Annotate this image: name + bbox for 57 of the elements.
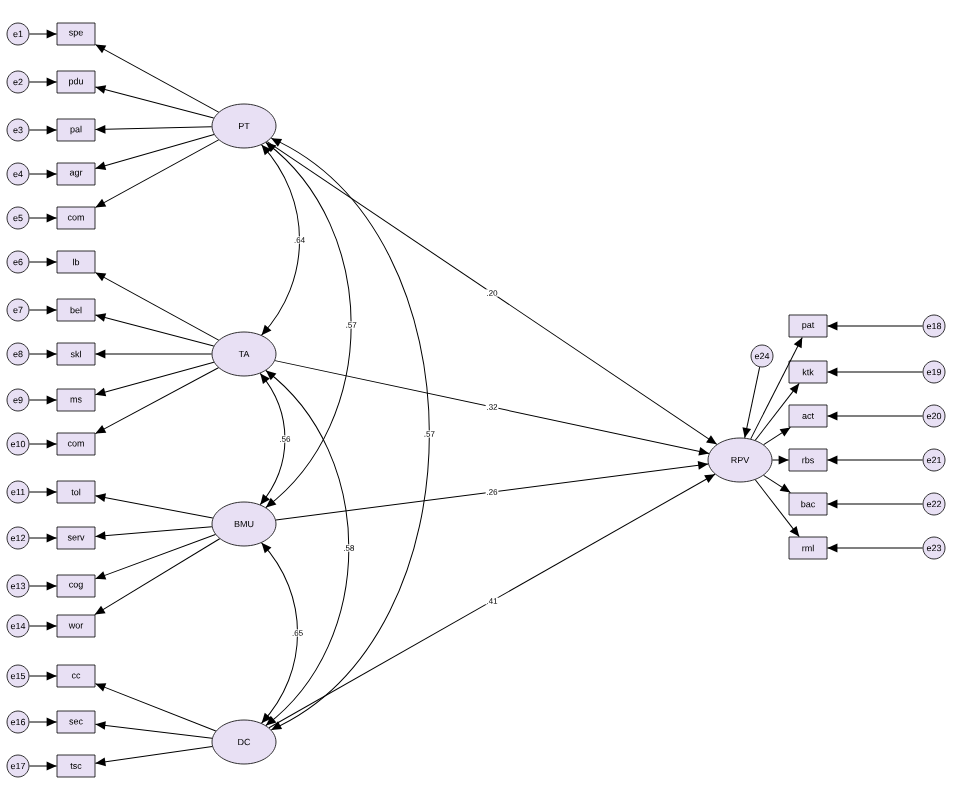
- arrow: [826, 411, 924, 421]
- arrow: [94, 313, 215, 347]
- arrow: [28, 257, 58, 267]
- arrow: [94, 746, 213, 767]
- arrow: [28, 717, 58, 727]
- arrow: [94, 272, 220, 341]
- arrow: [259, 372, 286, 506]
- arrow: [94, 134, 215, 170]
- arrow: [28, 125, 58, 135]
- arrow: [94, 85, 215, 119]
- arrow: [274, 360, 710, 456]
- arrow: [754, 479, 800, 538]
- arrow: [94, 44, 220, 113]
- arrow: [28, 671, 58, 681]
- arrow: [94, 526, 213, 540]
- arrow: [742, 366, 761, 439]
- arrow: [266, 141, 718, 445]
- arrow: [771, 455, 790, 465]
- arrow: [94, 493, 214, 519]
- arrow: [28, 761, 58, 771]
- arrow: [94, 124, 213, 134]
- arrow: [268, 473, 716, 729]
- arrow: [28, 439, 58, 449]
- arrow: [28, 77, 58, 87]
- arrow: [94, 139, 220, 208]
- arrow: [28, 487, 58, 497]
- arrow: [94, 721, 213, 739]
- arrow: [94, 349, 213, 359]
- arrow: [826, 367, 924, 377]
- arrow: [94, 534, 216, 580]
- arrow: [28, 533, 58, 543]
- arrow: [826, 499, 924, 509]
- arrow: [94, 361, 215, 397]
- arrow: [261, 542, 299, 724]
- arrow: [754, 382, 800, 441]
- arrow: [94, 367, 219, 435]
- arrow: [261, 144, 301, 336]
- arrow: [28, 621, 58, 631]
- arrow: [28, 581, 58, 591]
- arrow: [28, 305, 58, 315]
- arrow: [270, 137, 430, 731]
- arrow: [28, 349, 58, 359]
- arrow: [826, 455, 924, 465]
- arrow: [28, 395, 58, 405]
- arrow: [763, 474, 791, 494]
- arrow: [763, 426, 791, 446]
- arrow: [94, 683, 217, 732]
- arrow: [28, 29, 58, 39]
- arrow: [826, 543, 924, 553]
- arrow: [750, 336, 803, 440]
- arrow: [265, 370, 350, 726]
- arrow: [826, 321, 924, 331]
- arrow: [28, 169, 58, 179]
- arrow: [94, 538, 221, 616]
- arrow: [28, 213, 58, 223]
- arrow: [275, 461, 709, 521]
- arrow: [265, 142, 352, 508]
